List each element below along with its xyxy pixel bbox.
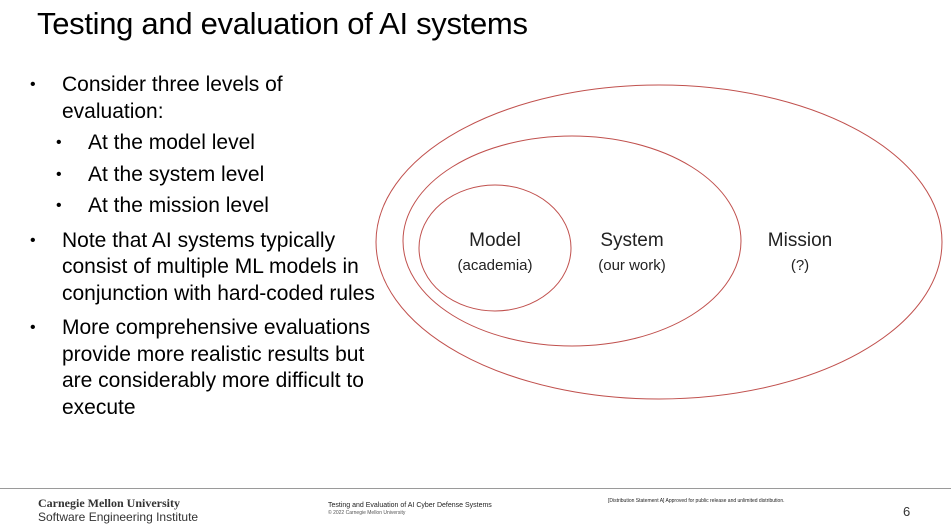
sub-bullet-item: •At the model level xyxy=(56,130,380,157)
bullet-dot-icon: • xyxy=(30,231,36,249)
sub-bullet-item: •At the mission level xyxy=(56,193,380,220)
bullet-list: •Consider three levels of evaluation: •A… xyxy=(30,72,380,421)
footer-doc-title: Testing and Evaluation of AI Cyber Defen… xyxy=(328,502,492,509)
institute-name: Software Engineering Institute xyxy=(38,510,199,524)
bullet-dot-icon: • xyxy=(56,165,62,183)
model-note: (academia) xyxy=(457,257,532,274)
bullet-item: •More comprehensive evaluations provide … xyxy=(30,316,371,419)
bullet-dot-icon: • xyxy=(30,76,36,93)
page-number: 6 xyxy=(903,504,911,519)
university-logo-text: Carnegie Mellon University xyxy=(38,496,180,510)
bullet-item: •Note that AI systems typically consist … xyxy=(30,228,375,305)
bullet-dot-icon: • xyxy=(56,134,62,151)
slide-title: Testing and evaluation of AI systems xyxy=(37,6,528,41)
footer-copyright: © 2022 Carnegie Mellon University xyxy=(328,510,406,516)
system-ellipse xyxy=(402,135,742,347)
mission-ellipse xyxy=(375,84,943,400)
evaluation-levels-diagram: Model (academia) System (our work) Missi… xyxy=(375,84,943,400)
bullet-dot-icon: • xyxy=(30,319,36,336)
distribution-statement: [Distribution Statement A] Approved for … xyxy=(608,498,785,504)
mission-label: Mission xyxy=(768,230,832,251)
sub-bullet-item: •At the system level xyxy=(56,162,380,189)
footer-divider xyxy=(0,488,951,489)
bullet-item: •Consider three levels of evaluation: xyxy=(30,73,283,123)
model-ellipse xyxy=(418,184,572,312)
model-label: Model xyxy=(469,230,521,251)
bullet-dot-icon: • xyxy=(56,197,62,214)
system-label: System xyxy=(600,230,663,251)
system-note: (our work) xyxy=(598,257,666,274)
mission-note: (?) xyxy=(791,257,809,274)
